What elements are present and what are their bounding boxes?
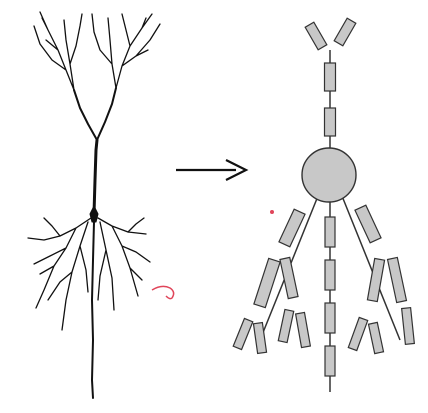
compartment-basal-left-b1 [277, 308, 295, 344]
apical-fork [73, 87, 117, 141]
connector-basal-right [341, 195, 401, 341]
compartment-basal-left-a1 [232, 317, 254, 351]
compartment-basal-right-a1 [347, 316, 369, 352]
compartment-basal-right-a2 [367, 321, 385, 355]
compartment-apical-1 [323, 62, 337, 92]
compartment-basal-left-b [279, 256, 299, 300]
compartment-apical-tuft-left [304, 21, 328, 51]
axon [91, 221, 95, 399]
compartment-model-icon [232, 17, 416, 392]
compartment-basal-left-b2 [294, 311, 312, 349]
apical-trunk [92, 138, 99, 216]
compartment-basal-right-root [354, 204, 382, 244]
compartment-basal-left-a [253, 257, 281, 309]
compartment-axon-1 [324, 216, 336, 248]
compartment-basal-right-b1 [400, 306, 416, 346]
red-hook-mark-icon [151, 285, 175, 300]
pyramidal-neuron-icon [27, 11, 161, 399]
compartment-basal-right-b [386, 256, 408, 304]
compartment-axon-4 [324, 345, 336, 377]
compartment-axon-3 [324, 302, 336, 334]
basal-dendrites-left [27, 217, 92, 331]
compartment-basal-left-root [278, 208, 306, 248]
compartment-axon-2 [324, 259, 336, 291]
neuron-soma [89, 205, 99, 223]
compartment-apical-tuft-right [333, 17, 357, 47]
compartment-soma [301, 147, 357, 203]
right-arrow-icon [176, 159, 249, 181]
red-dot-mark-icon [270, 210, 274, 214]
compartment-basal-left-a2 [252, 321, 268, 355]
basal-dendrites-right [97, 217, 151, 311]
compartment-apical-2 [323, 107, 337, 137]
compartment-basal-right-a [366, 257, 386, 303]
apical-tuft-right [91, 13, 161, 89]
apical-tuft-left [33, 11, 83, 91]
